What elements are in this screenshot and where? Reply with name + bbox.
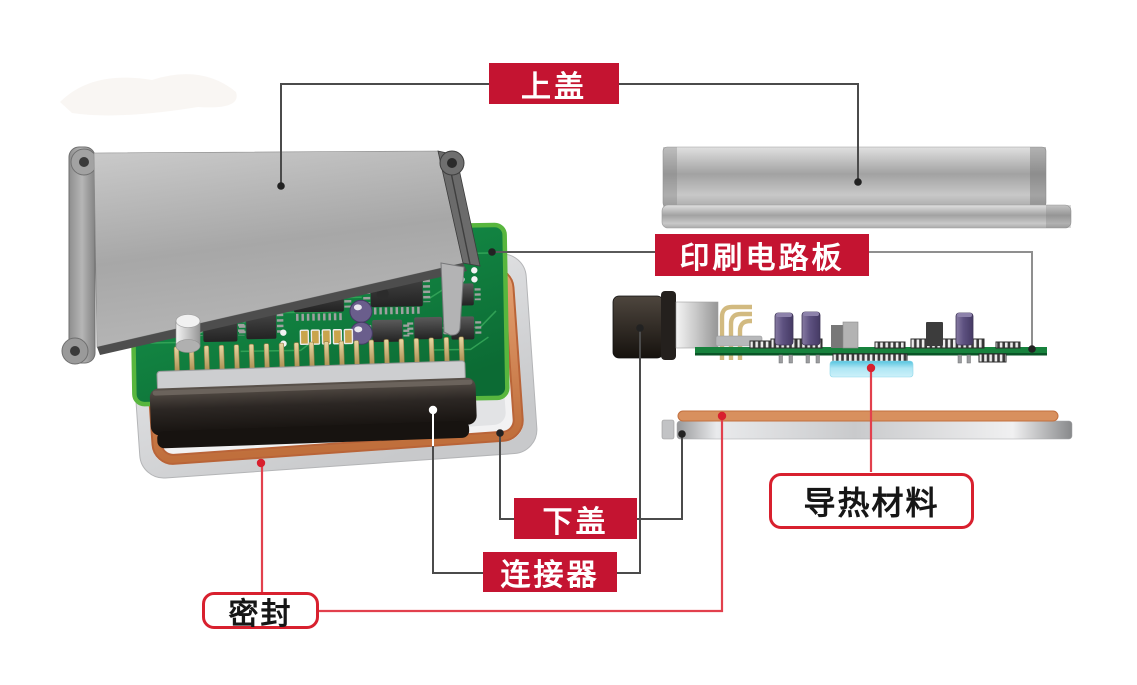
- label-pcb: 印刷电路板: [655, 234, 869, 276]
- connector-3d: [149, 336, 477, 449]
- bottom-plate-side: [661, 419, 1073, 440]
- leader-dot: [678, 430, 686, 438]
- component-legs: [778, 354, 971, 364]
- leader-dot: [488, 248, 496, 256]
- label-seal: 密封: [202, 592, 319, 632]
- small-ic: [407, 316, 450, 340]
- leader-connector: [432, 329, 641, 574]
- gray-components-side: [831, 321, 859, 349]
- top-cover-3d: [61, 146, 481, 365]
- leader-dot: [1028, 345, 1036, 353]
- leader-dot-red: [717, 411, 727, 421]
- leader-seal: [260, 417, 724, 613]
- capacitor-purple-side: [774, 311, 974, 346]
- watermark: [60, 74, 237, 116]
- capacitor-purple: [349, 299, 373, 345]
- leader-lines: [256, 83, 1036, 613]
- label-thermal-material: 导热材料: [769, 473, 974, 529]
- label-top-cover: 上盖: [489, 63, 619, 105]
- pcb-side: [695, 311, 1047, 364]
- leader-dot: [636, 324, 644, 332]
- leader-dot: [496, 429, 504, 437]
- label-connector: 连接器: [483, 552, 617, 593]
- connector-wires-gold: [719, 304, 752, 360]
- left-assembly: [61, 146, 538, 479]
- leader-dot-red: [256, 458, 266, 468]
- leader-bottom-cover: [499, 434, 683, 520]
- right-side-view: [612, 146, 1073, 440]
- leader-dot: [854, 178, 862, 186]
- leader-dot: [277, 182, 285, 190]
- label-bottom-cover: 下盖: [514, 498, 637, 540]
- black-component-side: [926, 322, 943, 346]
- leader-dot-red: [866, 363, 876, 373]
- leader-top-cover: [280, 83, 859, 186]
- leader-pcb: [492, 251, 1033, 348]
- seal-strip-side: [677, 410, 1059, 422]
- leader-dot-white: [428, 405, 438, 415]
- capacitor-cylinder: [175, 314, 201, 353]
- top-cover-side: [661, 146, 1072, 229]
